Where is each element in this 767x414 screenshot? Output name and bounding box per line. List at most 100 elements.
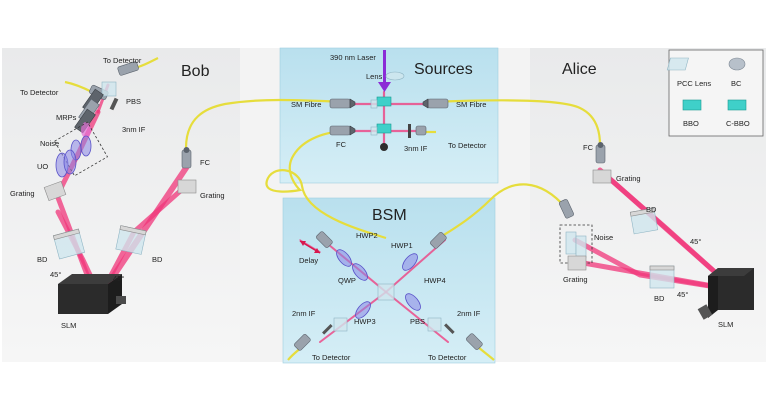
label-2nm-if-right: 2nm IF bbox=[457, 309, 481, 318]
coupler-hwp1-in bbox=[430, 232, 447, 249]
label-to-detector-bob-top: To Detector bbox=[103, 56, 142, 65]
fc-alice bbox=[595, 142, 606, 164]
bbo-crystal-bottom bbox=[376, 123, 392, 134]
delay-arrow bbox=[299, 240, 321, 254]
coupler-detector bbox=[415, 125, 427, 136]
label-noise-alice: Noise bbox=[594, 233, 613, 242]
label-lens: Lens bbox=[366, 72, 383, 81]
bd-alice-top bbox=[629, 207, 659, 235]
grating-bob-right bbox=[177, 179, 197, 194]
label-hwp4: HWP4 bbox=[424, 276, 446, 285]
pcc-lens-top bbox=[370, 99, 378, 109]
bsm-beamsplitter bbox=[377, 283, 395, 301]
label-grating-alice-bottom: Grating bbox=[563, 275, 588, 284]
label-sm-fibre-right: SM Fibre bbox=[456, 100, 486, 109]
hwp2-plate bbox=[336, 249, 352, 267]
pcc-lens-icon bbox=[666, 57, 689, 71]
label-angle-alice-bottom: 45° bbox=[677, 290, 688, 299]
label-mrps: MRPs bbox=[56, 113, 77, 122]
label-to-detector-bsm-right: To Detector bbox=[428, 353, 467, 362]
slm-bob bbox=[58, 274, 126, 314]
if-filter-3nm bbox=[408, 124, 411, 138]
bd-bob-left bbox=[52, 228, 86, 260]
label-3nm-if-bob: 3nm IF bbox=[122, 125, 146, 134]
label-bd-alice-top: BD bbox=[646, 205, 657, 214]
label-to-detector-bob-left: To Detector bbox=[20, 88, 59, 97]
lens bbox=[385, 71, 405, 81]
grating-bob-left bbox=[43, 180, 67, 202]
grating-alice-bottom bbox=[567, 255, 587, 271]
coupler-det-right bbox=[466, 333, 483, 350]
title-bob: Bob bbox=[181, 63, 210, 80]
legend-pcc-lens: PCC Lens bbox=[677, 79, 711, 88]
pbs-right bbox=[427, 317, 442, 332]
label-sm-fibre-left: SM Fibre bbox=[291, 100, 321, 109]
pbs-cube bbox=[101, 81, 117, 97]
label-bd-bob-right: BD bbox=[152, 255, 163, 264]
noise-plates-alice bbox=[565, 231, 587, 259]
bd-alice-bottom bbox=[649, 265, 675, 289]
label-noise-bob: Noise bbox=[40, 139, 59, 148]
label-uo: UO bbox=[37, 162, 48, 171]
if-2nm-left bbox=[322, 324, 333, 335]
label-delay: Delay bbox=[299, 256, 318, 265]
label-fc-bob: FC bbox=[200, 158, 211, 167]
legend-bc: BC bbox=[731, 79, 742, 88]
label-qwp: QWP bbox=[338, 276, 356, 285]
bsm-components bbox=[294, 231, 483, 351]
bc-icon bbox=[728, 57, 746, 71]
coupler-hwp2-in bbox=[316, 231, 333, 248]
label-hwp2: HWP2 bbox=[356, 231, 378, 240]
label-angle-bob-right: 45° bbox=[113, 274, 124, 283]
coupler-det-left bbox=[294, 334, 311, 351]
label-fc-sources: FC bbox=[336, 140, 347, 149]
fc-bob bbox=[181, 147, 192, 169]
fibre-sources-alice bbox=[431, 99, 602, 146]
legend-bbo: BBO bbox=[683, 119, 699, 128]
label-grating-bob-left: Grating bbox=[10, 189, 35, 198]
grating-alice-top bbox=[592, 169, 612, 184]
label-slm-alice: SLM bbox=[718, 320, 733, 329]
if-2nm-right bbox=[444, 323, 455, 334]
label-to-detector-sources: To Detector bbox=[448, 141, 487, 150]
label-bd-bob-left: BD bbox=[37, 255, 48, 264]
title-bsm: BSM bbox=[372, 207, 407, 224]
label-to-detector-bsm-left: To Detector bbox=[312, 353, 351, 362]
alice-components bbox=[558, 142, 754, 320]
coupler-sm-right bbox=[422, 98, 449, 109]
label-grating-bob-right: Grating bbox=[200, 191, 225, 200]
beam-dump bbox=[380, 143, 388, 151]
label-fc-alice: FC bbox=[583, 143, 594, 152]
label-bd-alice-bottom: BD bbox=[654, 294, 665, 303]
slm-alice bbox=[697, 268, 754, 320]
bbo-crystal-top bbox=[376, 96, 392, 107]
pbs-left bbox=[333, 317, 348, 332]
label-grating-alice-top: Grating bbox=[616, 174, 641, 183]
legend: PCC Lens BC BBO C-BBO bbox=[666, 49, 764, 137]
c-bbo-icon bbox=[727, 99, 747, 111]
label-slm-bob: SLM bbox=[61, 321, 76, 330]
label-3nm-if-sources: 3nm IF bbox=[404, 144, 428, 153]
if-filter-bob bbox=[109, 97, 119, 111]
bob-components bbox=[43, 61, 197, 314]
fibre-alice-to-bsm bbox=[435, 183, 567, 241]
title-sources: Sources bbox=[414, 61, 473, 78]
coupler-fc bbox=[329, 125, 356, 136]
fibre-bob-detector-top bbox=[137, 57, 159, 69]
label-angle-bob-left: 45° bbox=[50, 270, 61, 279]
legend-c-bbo: C-BBO bbox=[726, 119, 750, 128]
bd-bob-right bbox=[115, 225, 147, 255]
bob-panel bbox=[2, 48, 240, 362]
coupler-sm-left bbox=[329, 98, 356, 109]
title-alice: Alice bbox=[562, 61, 597, 78]
fibre-fc-to-bsm-loop bbox=[265, 129, 387, 240]
laser bbox=[378, 50, 391, 92]
hwp1-plate bbox=[402, 253, 418, 271]
label-2nm-if-left: 2nm IF bbox=[292, 309, 316, 318]
uo-optics bbox=[55, 149, 77, 178]
fibres bbox=[64, 57, 602, 361]
sources-panel bbox=[279, 47, 499, 184]
pcc-lens-bottom bbox=[370, 126, 378, 136]
label-hwp3: HWP3 bbox=[354, 317, 376, 326]
coupler-bob-detector-top bbox=[117, 61, 139, 76]
